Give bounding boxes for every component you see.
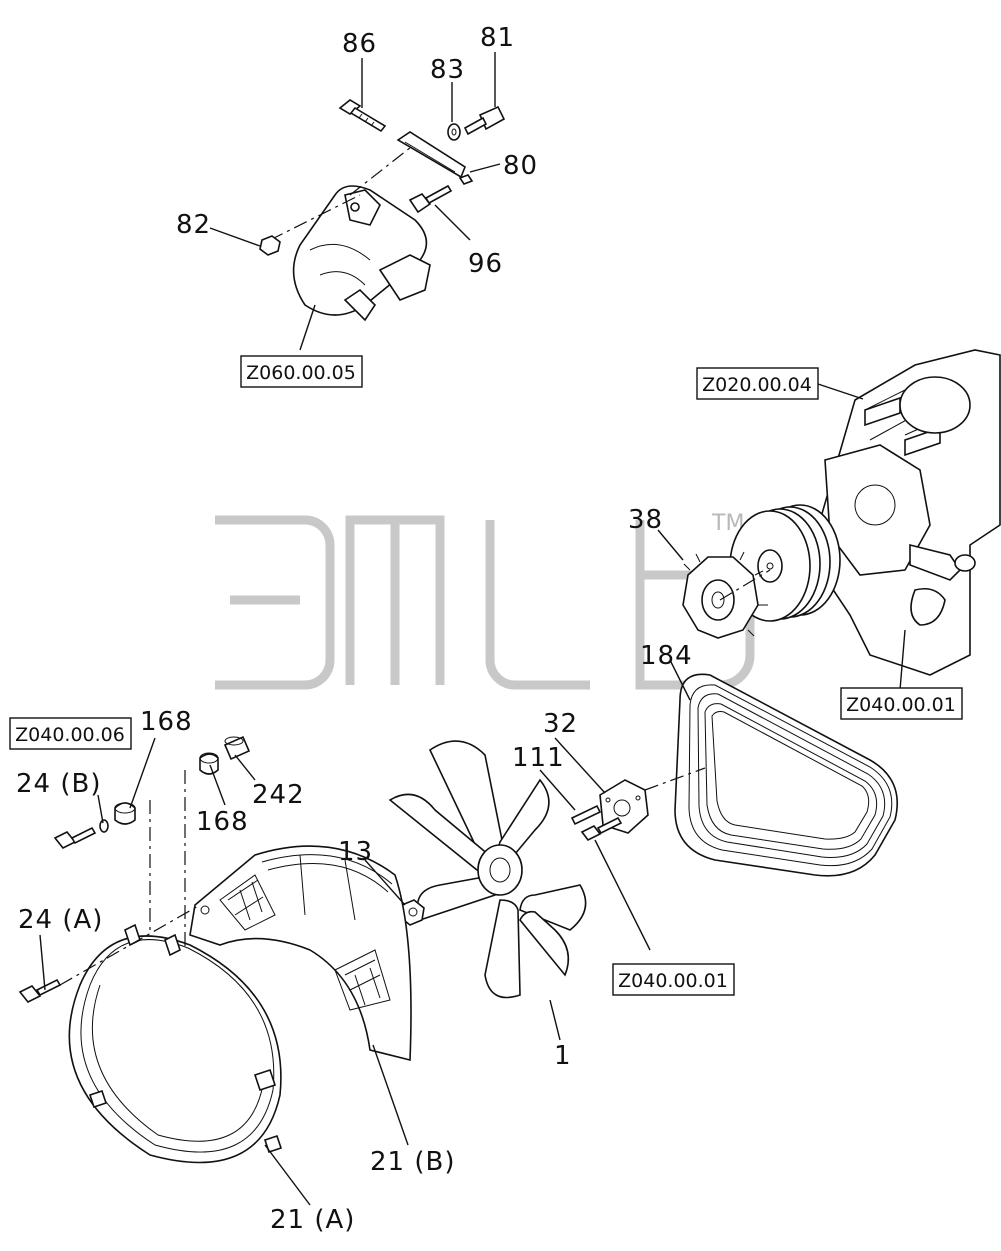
label-242: 242 <box>252 780 305 810</box>
ref-box-z040-right[interactable]: Z040.00.01 <box>840 687 963 720</box>
label-184: 184 <box>640 641 693 671</box>
washer-83 <box>447 123 461 141</box>
water-pump-pulley <box>729 504 841 622</box>
label-24b: 24 (B) <box>16 769 101 799</box>
label-32: 32 <box>543 709 578 739</box>
ref-z040-06-text: Z040.00.06 <box>15 724 125 746</box>
alternator-assembly <box>269 139 431 322</box>
part-labels: 86 81 83 80 82 96 38 184 32 111 168 24 (… <box>16 23 693 1235</box>
ref-z040-center-text: Z040.00.01 <box>618 970 728 992</box>
label-13: 13 <box>338 837 373 867</box>
engine-block <box>809 349 1001 676</box>
leader-lines <box>39 52 906 1206</box>
bushing-168-a <box>114 802 136 825</box>
label-80: 80 <box>503 151 538 181</box>
bolt-24b <box>53 826 97 850</box>
label-82: 82 <box>176 210 211 240</box>
fan-shroud-21b <box>189 845 412 1062</box>
label-168-bottom: 168 <box>196 807 249 837</box>
label-83: 83 <box>430 55 465 85</box>
bolt-86 <box>338 99 387 133</box>
label-81: 81 <box>480 23 515 53</box>
washer-24b <box>99 819 109 833</box>
bolt-81 <box>463 105 506 136</box>
label-111: 111 <box>512 743 565 773</box>
collar-242 <box>223 735 251 761</box>
label-38: 38 <box>628 505 663 535</box>
ref-box-z020[interactable]: Z020.00.04 <box>696 367 819 400</box>
bolt-96 <box>408 184 453 214</box>
label-1: 1 <box>554 1041 572 1071</box>
centerlines <box>59 569 771 986</box>
ref-z040-right-text: Z040.00.01 <box>846 694 956 716</box>
spacer-38 <box>682 551 768 639</box>
clip-80 <box>458 174 474 185</box>
label-21a: 21 (A) <box>270 1205 355 1235</box>
cooling-fan-1 <box>388 740 587 999</box>
ref-box-z060[interactable]: Z060.00.05 <box>240 355 363 388</box>
label-86: 86 <box>342 29 377 59</box>
v-belt-184 <box>674 673 899 877</box>
ref-box-z040-06[interactable]: Z040.00.06 <box>9 717 132 750</box>
label-24a: 24 (A) <box>18 905 103 935</box>
ref-box-z040-center[interactable]: Z040.00.01 <box>612 963 735 996</box>
label-96: 96 <box>468 249 503 279</box>
bushing-168-b <box>199 752 219 775</box>
bolt-fan <box>580 816 623 842</box>
fan-ring-21a <box>68 923 283 1164</box>
adjust-plate <box>396 131 466 179</box>
nut-82 <box>259 235 281 256</box>
ref-z060-text: Z060.00.05 <box>246 362 356 384</box>
stud-111 <box>570 804 602 826</box>
label-21b: 21 (B) <box>370 1147 455 1177</box>
label-168-top: 168 <box>140 707 193 737</box>
ref-z020-text: Z020.00.04 <box>702 374 812 396</box>
bolt-24a <box>18 978 62 1004</box>
